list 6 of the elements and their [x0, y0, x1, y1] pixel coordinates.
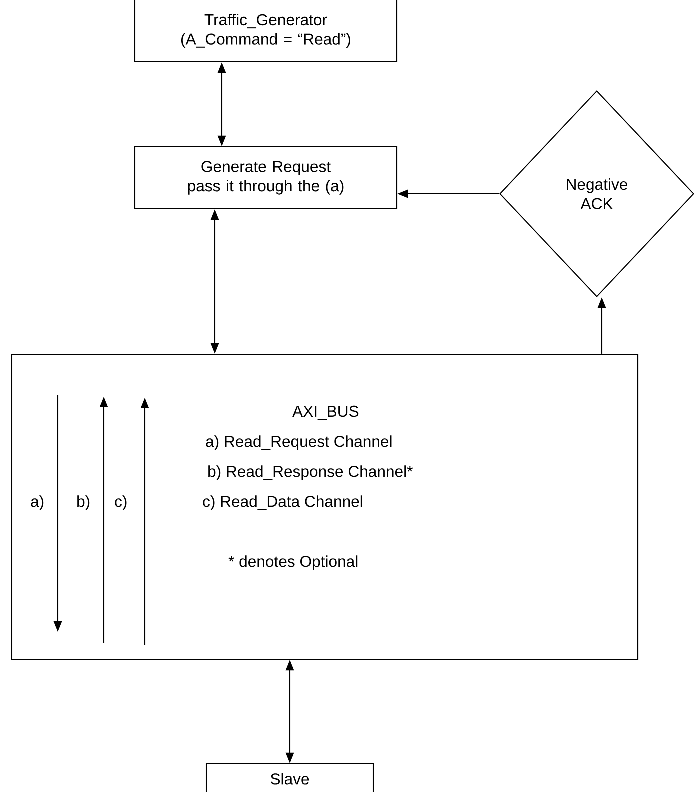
channel-label: a) — [31, 496, 44, 510]
channel-label: c) — [115, 496, 127, 510]
process-box: Slave — [206, 763, 374, 792]
process-box: Traffic_Generator (A_Command = “Read”) — [134, 0, 398, 63]
process-box: Generate Request pass it through the (a) — [134, 146, 398, 210]
channel-label: b) — [78, 496, 90, 510]
